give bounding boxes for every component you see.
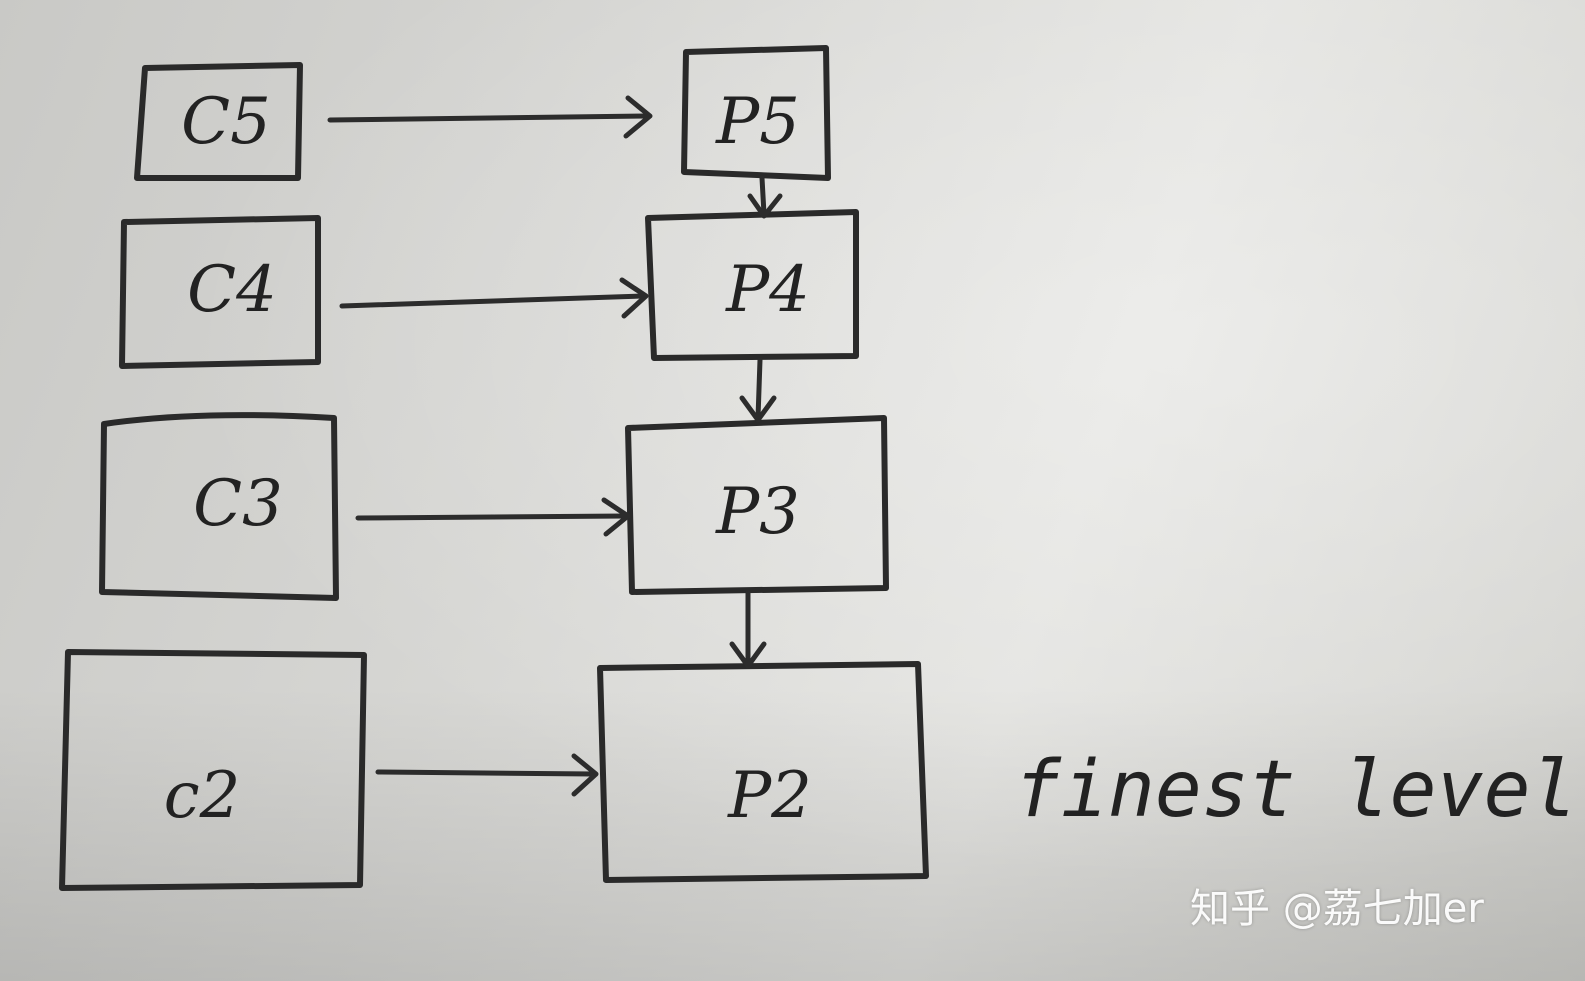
node-c3-label: C3 (193, 467, 283, 541)
watermark: 知乎 @荔七加er (1190, 886, 1484, 932)
node-p2-label: P2 (727, 759, 812, 833)
node-c3: C3 (99, 412, 339, 601)
node-c5: C5 (134, 62, 303, 181)
node-c2: c2 (59, 649, 367, 891)
node-c2-label: c2 (164, 759, 241, 833)
node-p4-label: P4 (725, 253, 810, 327)
node-p2: P2 (597, 661, 929, 883)
arrow-c3-to-p3 (355, 497, 631, 537)
node-c4: C4 (119, 215, 321, 369)
arrow-c2-to-p2 (375, 753, 599, 797)
finest-level-note: finest level (1014, 745, 1578, 835)
node-c4-label: C4 (187, 253, 277, 327)
arrow-p3-to-p2 (729, 589, 767, 669)
arrow-p5-to-p4 (747, 175, 783, 219)
arrow-c4-to-p4 (339, 277, 649, 319)
node-p4: P4 (645, 209, 859, 361)
node-p5: P5 (681, 45, 831, 181)
node-p5-label: P5 (715, 85, 800, 159)
node-c5-label: C5 (181, 85, 271, 159)
arrow-c5-to-p5 (327, 95, 653, 139)
arrow-p4-to-p3 (739, 357, 777, 423)
node-p3: P3 (625, 415, 889, 595)
node-p3-label: P3 (715, 475, 800, 549)
